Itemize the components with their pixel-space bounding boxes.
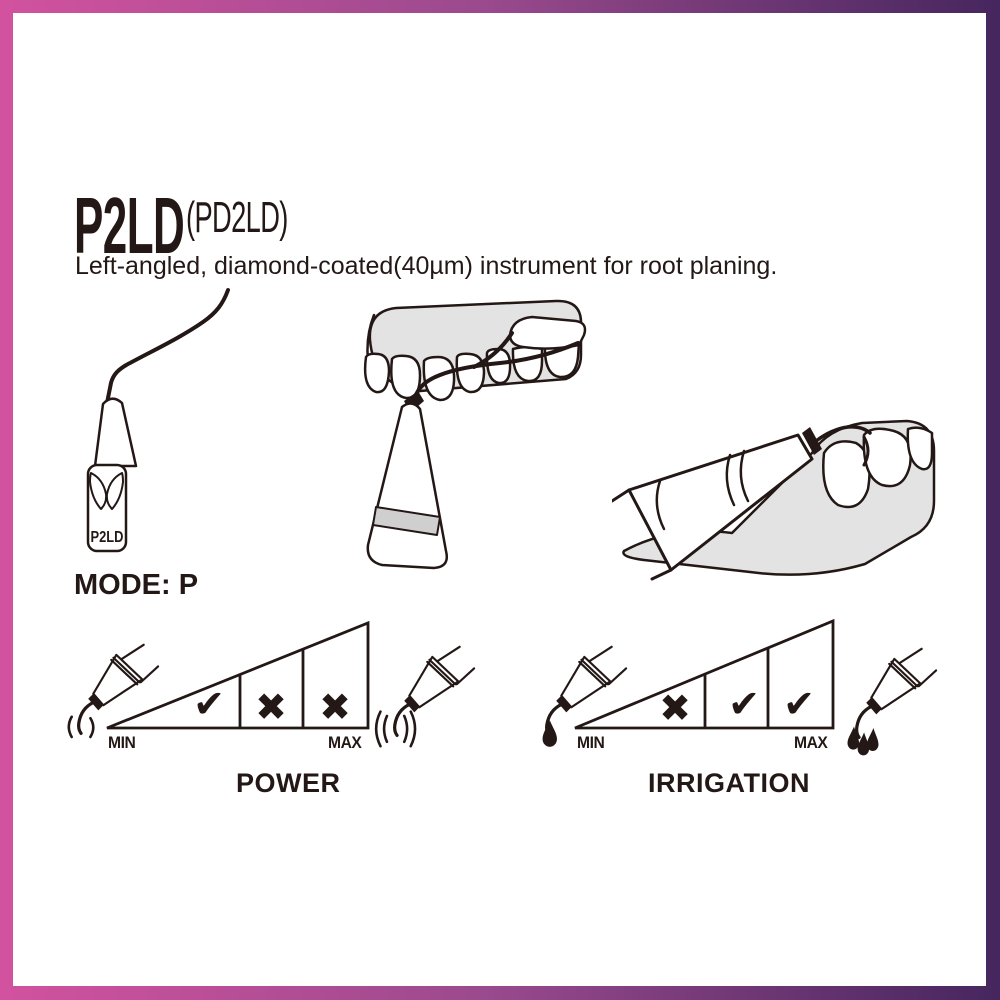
product-model-title: P2LD xyxy=(74,181,185,270)
scaler-tip-many-drops-icon xyxy=(847,647,938,756)
usage-anterior-illustration xyxy=(363,299,587,570)
instrument-tip-illustration: P2LD xyxy=(86,288,230,553)
irrigation-mark-mid: ✔ xyxy=(728,682,760,726)
power-diagram: ✔ ✖ ✖ MIN MAX POWER xyxy=(60,618,480,803)
irrigation-title: IRRIGATION xyxy=(648,768,810,798)
power-mark-high: ✖ xyxy=(319,685,351,729)
power-mark-mid: ✖ xyxy=(255,685,287,729)
mode-label: MODE: P xyxy=(74,569,199,601)
product-model-variant: (PD2LD) xyxy=(186,193,288,242)
usage-posterior-illustration xyxy=(612,419,936,581)
irrigation-mark-low: ✖ xyxy=(659,686,691,730)
irrigation-max-label: MAX xyxy=(794,733,828,752)
product-description: Left-angled, diamond-coated(40µm) instru… xyxy=(75,252,778,280)
power-mark-low: ✔ xyxy=(193,682,225,726)
scaler-tip-strong-vibration-icon xyxy=(374,645,476,748)
power-min-label: MIN xyxy=(108,733,136,752)
irrigation-diagram-graphic xyxy=(542,618,938,756)
scaler-tip-weak-vibration-icon xyxy=(67,643,160,739)
scaler-tip-single-drop-icon xyxy=(542,645,628,747)
irrigation-mark-high: ✔ xyxy=(783,682,815,726)
irrigation-diagram: ✖ ✔ ✔ MIN MAX IRRIGATION xyxy=(520,618,940,803)
power-title: POWER xyxy=(236,768,341,798)
power-diagram-graphic xyxy=(67,620,476,748)
tip-engraved-label: P2LD xyxy=(91,529,124,546)
irrigation-min-label: MIN xyxy=(577,733,605,752)
power-max-label: MAX xyxy=(328,733,362,752)
